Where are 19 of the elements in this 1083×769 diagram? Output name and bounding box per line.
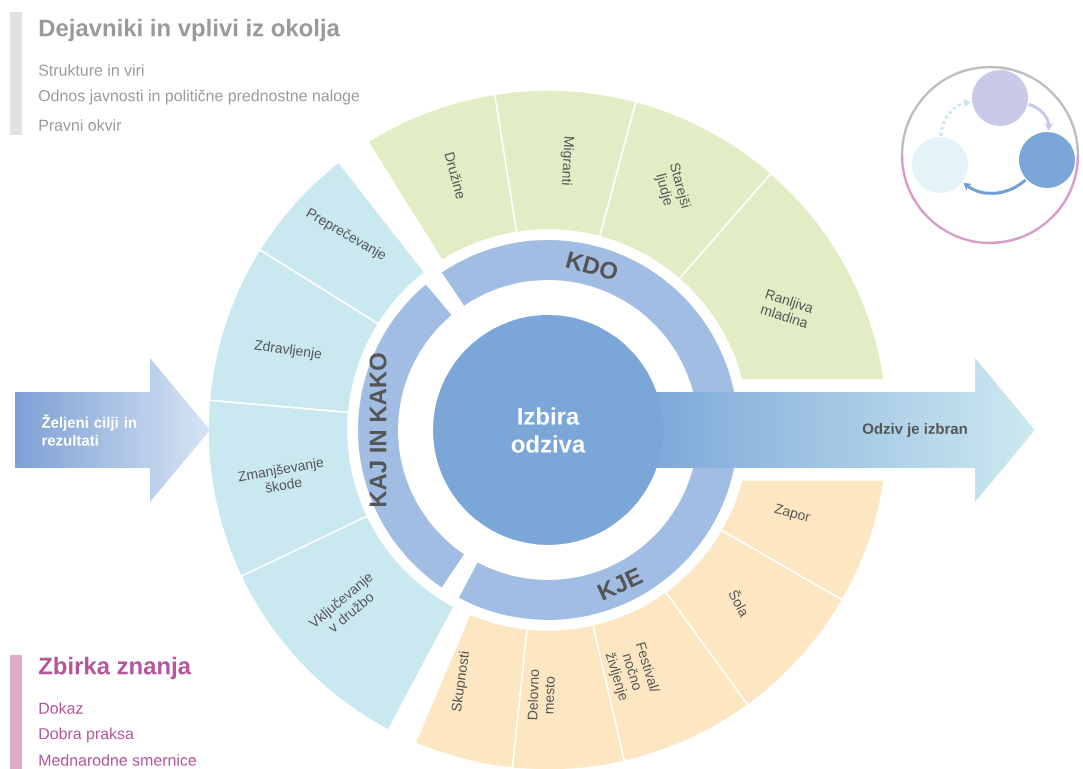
list-item: Dokaz [39, 702, 83, 714]
block-arrow: Odziv je izbran [862, 423, 967, 437]
list-item: Odnos javnosti in politične prednostne naloge [38, 89, 360, 105]
list-item: Strukture in viri [38, 64, 144, 76]
ring-band: KDO [441, 240, 736, 404]
block-arrow: Željeni cilji in rezultati [41, 414, 137, 446]
circle [912, 137, 968, 193]
segment: Skupnosti [414, 613, 528, 769]
list-item: Pravni okvir [39, 119, 122, 131]
list-item: Dobra praksa [39, 727, 134, 743]
circle [972, 70, 1028, 126]
circle [1019, 132, 1075, 188]
node-label: Delovno mesto [527, 669, 555, 720]
segment: Migranti [493, 89, 637, 238]
arrow [1028, 103, 1054, 131]
panel-heading: Dejavniki in vplivi iz okolja [39, 18, 340, 42]
arrow [963, 178, 1027, 195]
list-item: Mednarodne smernice [39, 754, 197, 766]
panel-heading: Zbirka znanja [38, 656, 192, 680]
